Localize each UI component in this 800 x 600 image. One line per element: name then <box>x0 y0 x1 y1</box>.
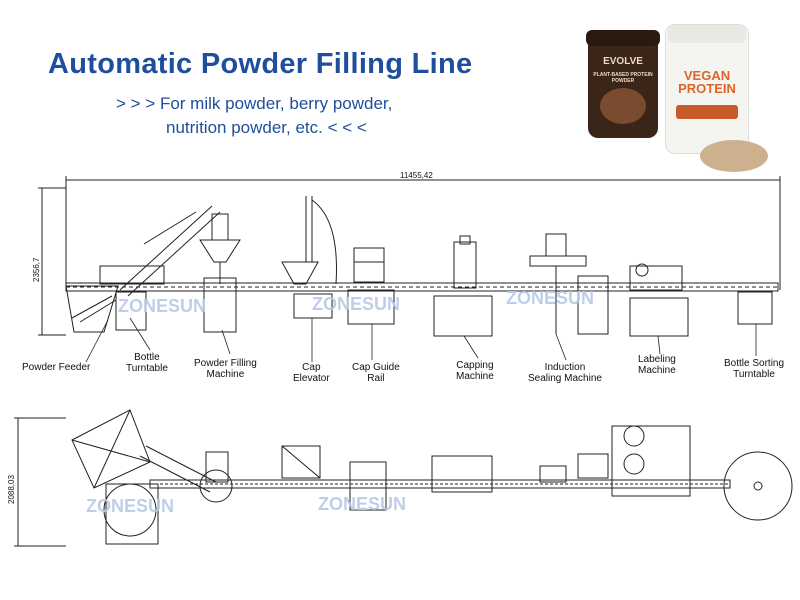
label-powder-filling-machine: Powder Filling Machine <box>194 358 257 380</box>
label-cap-elevator: Cap Elevator <box>293 362 330 384</box>
subtitle-line-2: nutrition powder, etc. < < < <box>166 118 367 137</box>
label-cap-guide-rail: Cap Guide Rail <box>352 362 400 384</box>
jar-text-evolve: PLANT-BASED PROTEIN POWDER <box>593 72 653 84</box>
watermark-3: ZONESUN <box>506 288 594 308</box>
product-jar-vegan: VEGAN PROTEIN <box>665 24 749 154</box>
top-width-dimension: 2088,03 <box>7 475 16 504</box>
total-length-dimension: 11455,42 <box>400 171 433 180</box>
jar-brand-vegan: VEGAN PROTEIN <box>678 68 736 96</box>
page-title: Automatic Powder Filling Line <box>48 48 473 80</box>
side-height-dimension: 2356,7 <box>32 257 41 282</box>
label-capping-machine: Capping Machine <box>456 360 494 382</box>
watermark-5: ZONESUN <box>318 494 406 514</box>
label-bottle-turntable: Bottle Turntable <box>126 352 168 374</box>
watermark-2: ZONESUN <box>312 294 400 314</box>
jar-brand-evolve: EVOLVE <box>603 56 643 67</box>
product-jar-chocolate: EVOLVE PLANT-BASED PROTEIN POWDER <box>586 30 660 138</box>
label-bottle-sorting-turntable: Bottle Sorting Turntable <box>724 358 785 380</box>
label-powder-feeder: Powder Feeder <box>22 362 91 373</box>
label-labeling-machine: Labeling Machine <box>638 354 676 376</box>
watermark-4: ZONESUN <box>86 496 174 516</box>
subtitle-line-1: > > > For milk powder, berry powder, <box>116 94 393 113</box>
watermark-1: ZONESUN <box>118 296 206 316</box>
label-induction-sealing-machine: Induction Sealing Machine <box>528 362 602 384</box>
powder-scoop-pile <box>700 140 768 172</box>
